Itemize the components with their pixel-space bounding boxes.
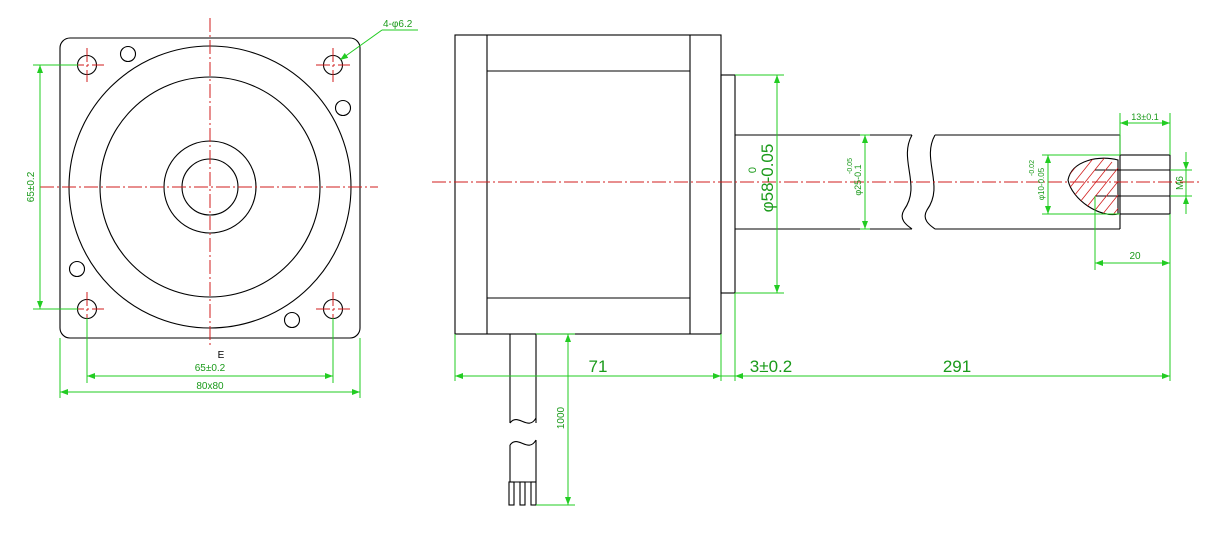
screw-head xyxy=(68,260,86,278)
flange-size-label: 80x80 xyxy=(196,381,224,392)
screw-head xyxy=(334,99,352,117)
side-view-dimensions: 71 3±0.2 291 φ58-0.05 0 φ25-0.1 -0.05 φ1… xyxy=(454,74,1192,506)
tail-tol: -0.02 xyxy=(1029,160,1036,176)
view-marker: E xyxy=(218,350,225,361)
bolt-spacing-vertical-label: 65±0.2 xyxy=(26,171,37,202)
wire-pin xyxy=(519,481,526,506)
shaft-break-right xyxy=(924,134,936,230)
front-view-dimensions: 4-φ6.2 65±0.2 65±0.2 80x80 E xyxy=(26,19,418,398)
pilot-boss xyxy=(720,74,736,294)
screw-head xyxy=(119,45,137,63)
shaft-tip xyxy=(1119,154,1171,215)
front-view xyxy=(40,18,378,348)
section-outline xyxy=(1067,157,1119,216)
tail-diameter-label: φ10-0.05 xyxy=(1037,167,1046,200)
inner-circle xyxy=(99,76,321,298)
pilot-height-label: 3±0.2 xyxy=(750,357,792,376)
shaft-length-label: 291 xyxy=(943,357,971,376)
thread-size-label: M6 xyxy=(1175,176,1186,190)
shaft-diameter-label: φ25-0.1 xyxy=(853,164,863,195)
wire-pin xyxy=(530,481,537,506)
body-length-label: 71 xyxy=(589,357,608,376)
tap-depth-label: 20 xyxy=(1129,251,1141,262)
hole-callout: 4-φ6.2 xyxy=(383,19,413,30)
pilot-tol-upper: 0 xyxy=(747,167,759,173)
lead-length-label: 1000 xyxy=(556,406,567,429)
shaft-tol-upper: -0.05 xyxy=(847,158,854,174)
tail-length-label: 13±0.1 xyxy=(1131,112,1158,122)
motor-body xyxy=(454,34,722,335)
wire-pin xyxy=(508,481,515,506)
bolt-spacing-horizontal-label: 65±0.2 xyxy=(195,363,226,374)
side-view xyxy=(432,34,1200,506)
shaft-break-left xyxy=(901,134,913,230)
screw-head xyxy=(283,311,301,329)
pilot-diameter-label: φ58-0.05 xyxy=(758,144,777,213)
